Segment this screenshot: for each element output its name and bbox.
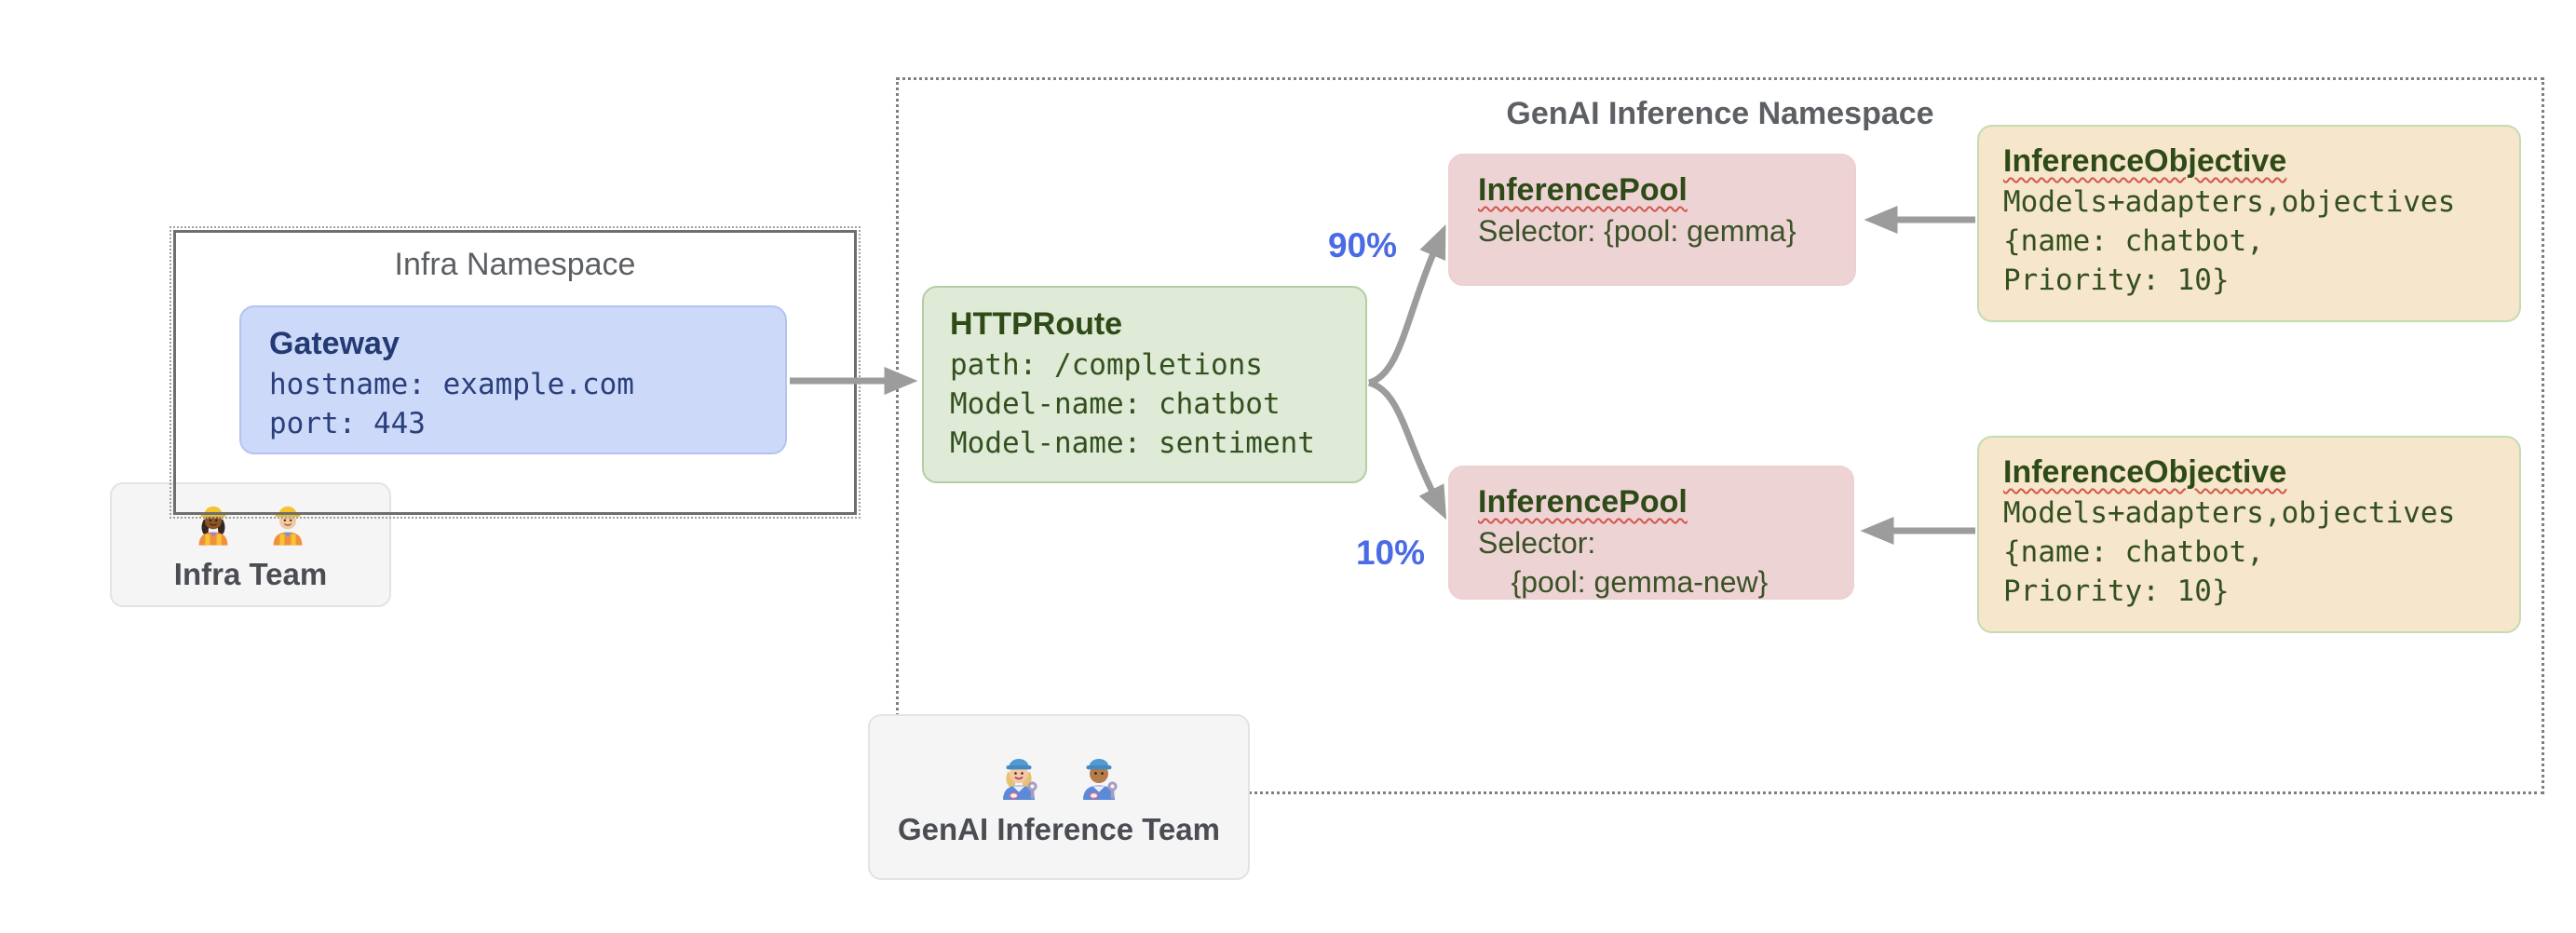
inference-pool-top-box: InferencePool Selector: {pool: gemma} xyxy=(1448,154,1856,286)
inference-objective-bottom-box: InferenceObjective Models+adapters,objec… xyxy=(1977,436,2521,633)
inference-objective-bottom-line3: Priority: 10} xyxy=(2003,575,2230,608)
gateway-port: port: 443 xyxy=(269,407,426,440)
httproute-path: path: /completions xyxy=(950,348,1263,382)
inference-objective-bottom-line2: {name: chatbot, xyxy=(2003,535,2264,569)
traffic-split-10-label: 10% xyxy=(1355,534,1426,572)
httproute-box: HTTPRoute path: /completions Model-name:… xyxy=(922,286,1367,483)
inference-pool-top-title: InferencePool xyxy=(1478,172,1688,208)
infra-namespace-title: Infra Namespace xyxy=(394,247,636,282)
httproute-title: HTTPRoute xyxy=(950,306,1123,342)
inference-pool-bottom-selector: Selector: xyxy=(1478,526,1596,560)
genai-team-card: GenAI Inference Team xyxy=(868,714,1250,880)
inference-objective-top-box: InferenceObjective Models+adapters,objec… xyxy=(1977,125,2521,322)
inference-objective-top-line2: {name: chatbot, xyxy=(2003,224,2264,258)
inference-pool-bottom-title: InferencePool xyxy=(1478,484,1688,520)
httproute-model-sentiment: Model-name: sentiment xyxy=(950,426,1315,460)
genai-team-label: GenAI Inference Team xyxy=(897,812,1220,846)
woman-mechanic-icon xyxy=(1003,759,1037,800)
genai-namespace-title: GenAI Inference Namespace xyxy=(1506,96,1934,131)
gateway-hostname: hostname: example.com xyxy=(269,368,634,401)
gateway-box: Gateway hostname: example.com port: 443 xyxy=(239,305,787,454)
inference-pool-top-selector: Selector: {pool: gemma} xyxy=(1478,214,1796,248)
inference-objective-top-line3: Priority: 10} xyxy=(2003,264,2230,297)
genai-team-icons xyxy=(989,746,1129,805)
infra-namespace-boundary xyxy=(169,226,861,519)
infra-team-label: Infra Team xyxy=(173,557,328,591)
httproute-model-chatbot: Model-name: chatbot xyxy=(950,387,1281,421)
inference-objective-bottom-line1: Models+adapters,objectives xyxy=(2003,496,2456,530)
inference-pool-bottom-box: InferencePool Selector: {pool: gemma-new… xyxy=(1448,466,1854,600)
inference-objective-top-title: InferenceObjective xyxy=(2003,143,2287,179)
infra-team-card: Infra Team xyxy=(110,482,391,607)
traffic-split-90-label: 90% xyxy=(1327,226,1398,264)
man-mechanic-icon xyxy=(1083,759,1118,800)
inference-objective-bottom-title: InferenceObjective xyxy=(2003,454,2287,490)
genai-namespace-boundary xyxy=(896,77,2544,794)
inference-pool-bottom-selector-value: {pool: gemma-new} xyxy=(1478,565,1769,599)
inference-objective-top-line1: Models+adapters,objectives xyxy=(2003,185,2456,219)
gateway-title: Gateway xyxy=(269,326,400,361)
